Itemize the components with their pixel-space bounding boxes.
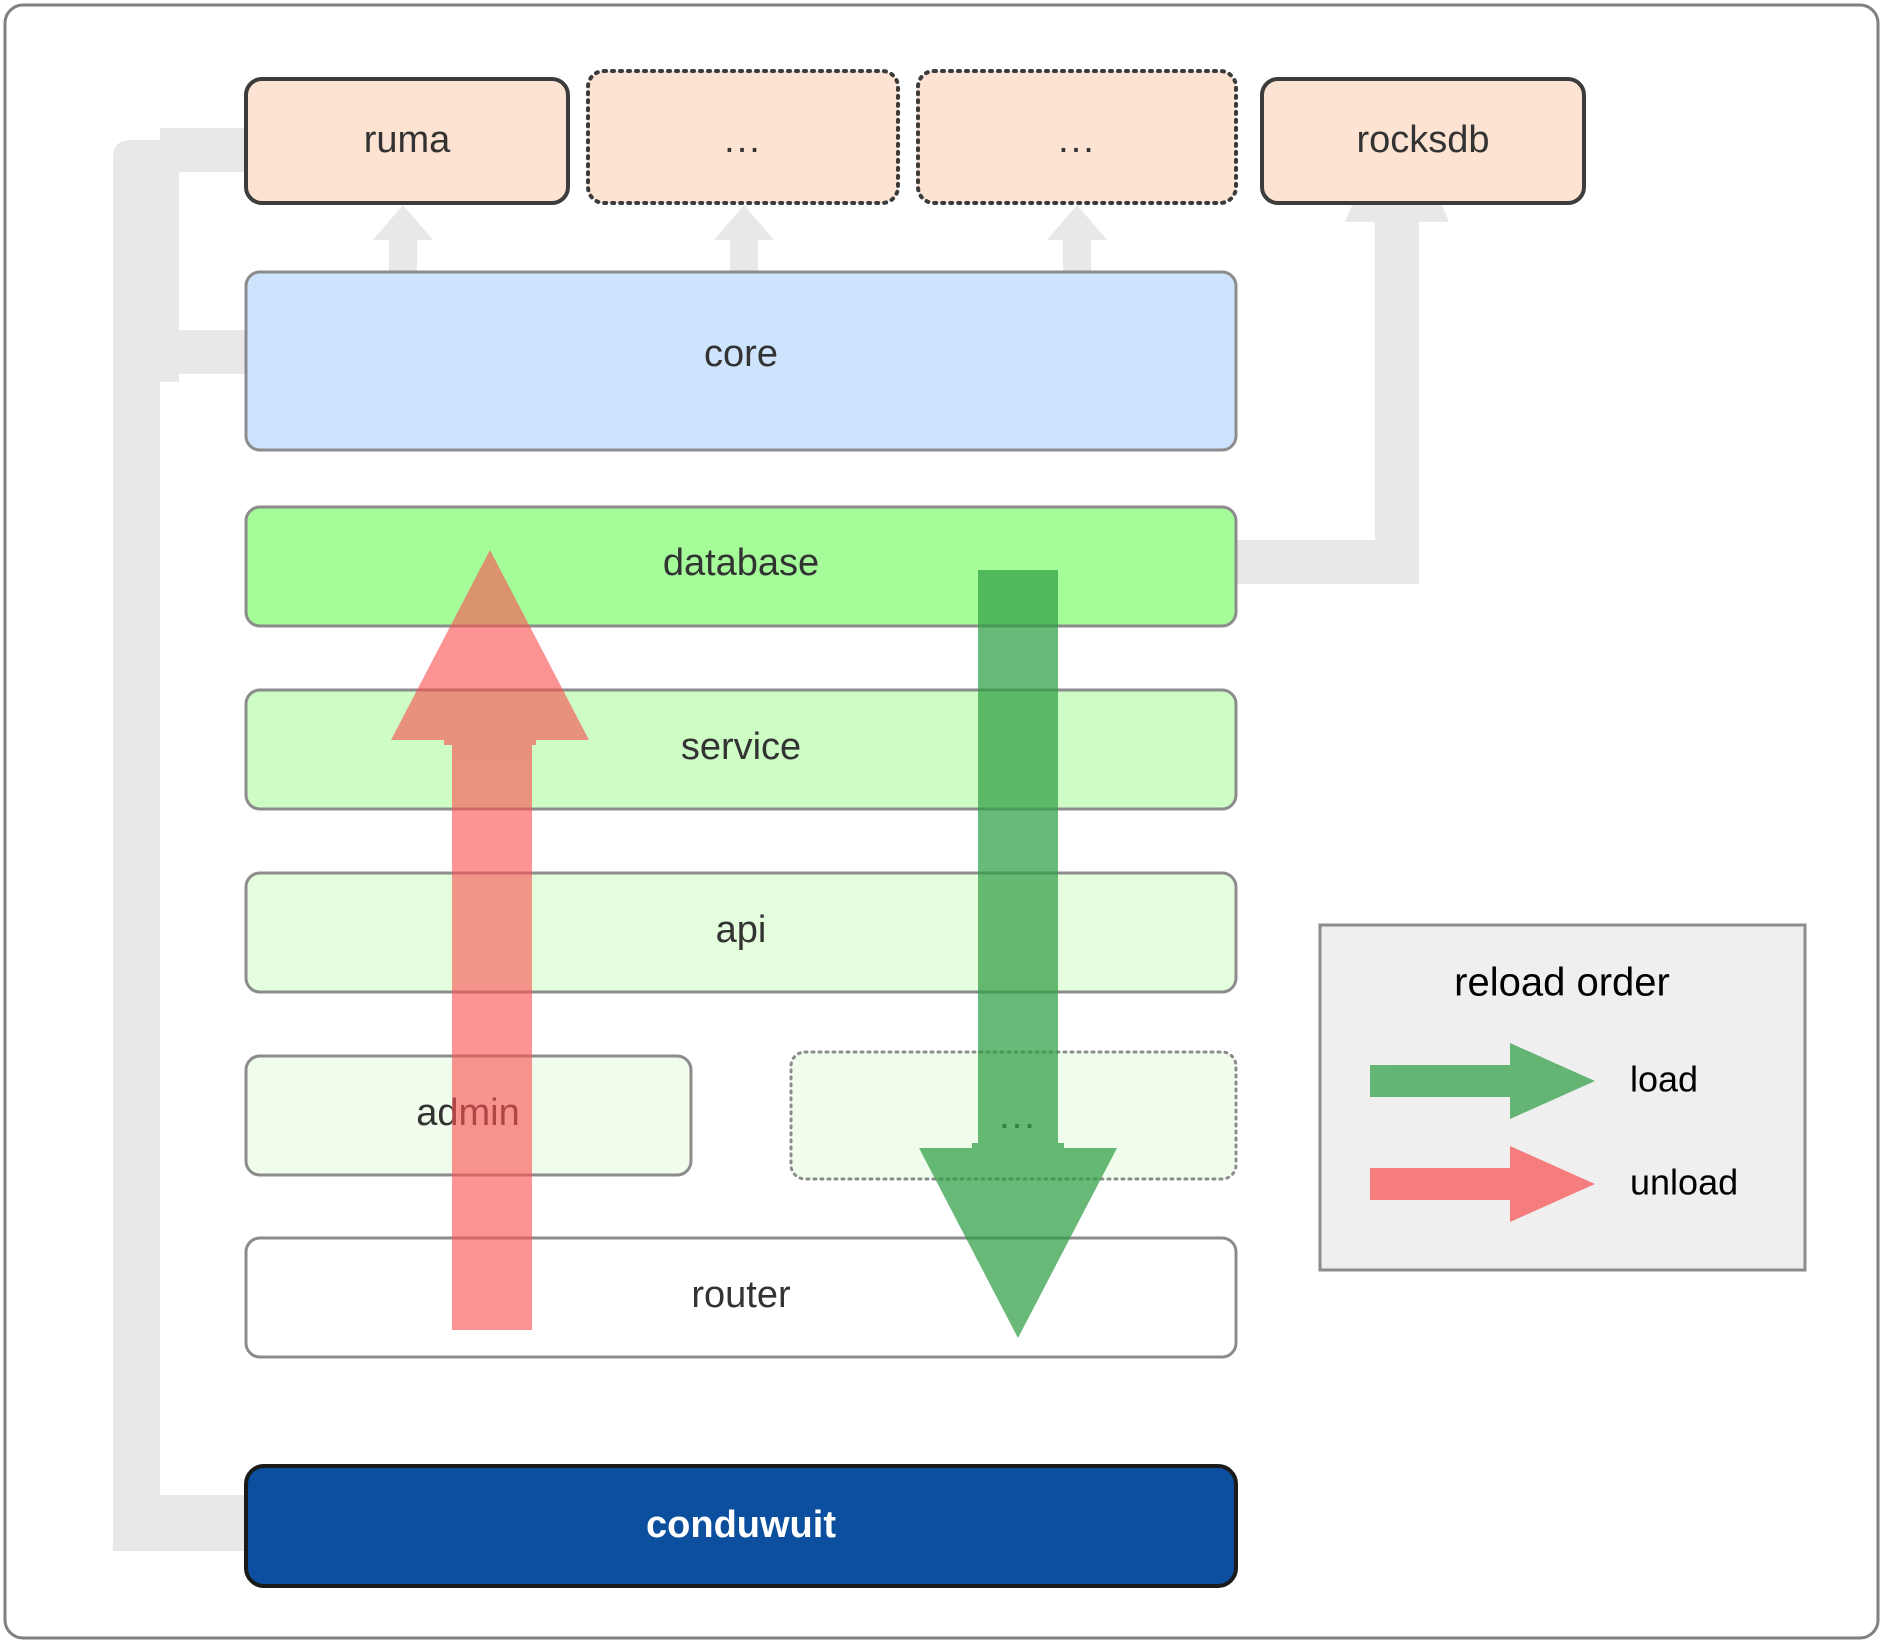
layer-api-label: api — [716, 909, 767, 951]
layer-service-label: service — [681, 726, 801, 768]
external-crate-ellipsis-right-label: ... — [1058, 119, 1096, 161]
layer-api[interactable]: api — [244, 871, 1238, 994]
legend-label-load: load — [1630, 1059, 1698, 1100]
root-binary-conduwuit[interactable]: conduwuit — [244, 1464, 1238, 1588]
unload-arrow — [391, 550, 589, 1330]
root-binary-conduwuit-label: conduwuit — [646, 1504, 836, 1546]
external-crate-ellipsis-left-label: ... — [724, 119, 762, 161]
external-crate-ruma[interactable]: ruma — [244, 77, 570, 205]
layer-router[interactable]: router — [244, 1236, 1238, 1359]
layer-core[interactable]: core — [244, 270, 1238, 452]
external-crate-ellipsis-left[interactable]: ... — [586, 69, 900, 205]
external-crate-rocksdb[interactable]: rocksdb — [1260, 77, 1586, 205]
layer-database[interactable]: database — [244, 505, 1238, 628]
layer-core-label: core — [704, 333, 778, 375]
external-crate-ruma-label: ruma — [364, 119, 451, 161]
connector-core-to-crates — [373, 205, 1107, 280]
layer-router-label: router — [691, 1274, 791, 1316]
legend-swatch-unload — [1370, 1146, 1595, 1222]
legend: reload order load unload — [1318, 923, 1807, 1272]
load-arrow — [919, 570, 1117, 1338]
external-crate-ellipsis-right[interactable]: ... — [916, 69, 1238, 205]
legend-label-unload: unload — [1630, 1162, 1738, 1203]
external-crate-rocksdb-label: rocksdb — [1356, 119, 1489, 161]
legend-swatch-load — [1370, 1043, 1595, 1119]
legend-title: reload order — [1454, 961, 1670, 1005]
layer-service[interactable]: service — [244, 688, 1238, 811]
layer-database-label: database — [663, 542, 819, 584]
diagram-frame — [3, 3, 1880, 1640]
